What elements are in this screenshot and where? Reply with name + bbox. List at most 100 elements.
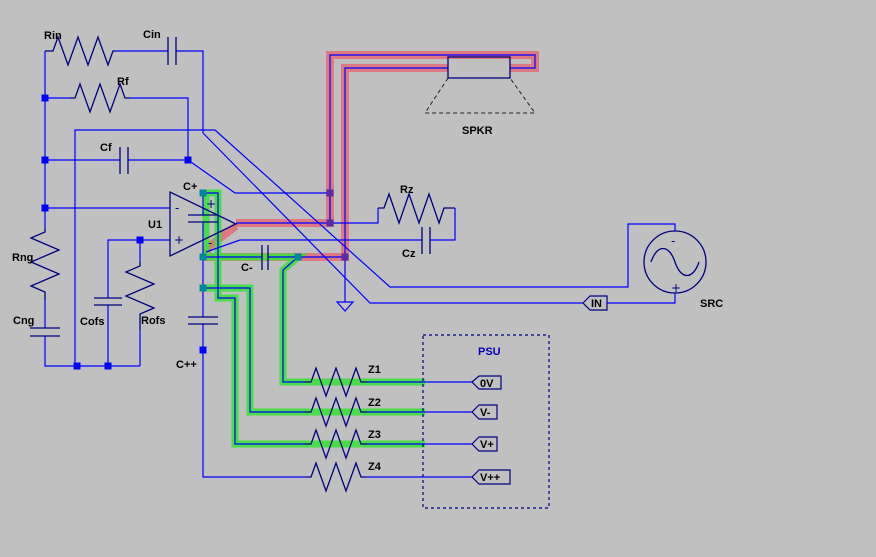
junction <box>41 94 49 102</box>
label-z4: Z4 <box>368 461 382 473</box>
net-flag-vminus[interactable]: V- <box>471 404 498 420</box>
label-c-plus-plus: C++ <box>176 359 197 371</box>
label-cin: Cin <box>143 29 161 41</box>
net-flag-vplusplus[interactable]: V++ <box>471 469 511 485</box>
wire-to-z2 <box>203 287 305 413</box>
flag-label: V- <box>480 407 491 419</box>
label-cofs: Cofs <box>80 316 104 328</box>
net-flag-in[interactable]: IN <box>582 295 608 311</box>
junction <box>41 204 49 212</box>
flag-label: V++ <box>480 472 500 484</box>
source-positive-mark: + <box>671 281 681 295</box>
wire-ref-bus <box>74 129 215 366</box>
ground-symbol[interactable] <box>335 301 355 312</box>
junction <box>199 253 207 261</box>
label-cf: Cf <box>100 142 112 154</box>
capacitor-cf[interactable] <box>119 147 129 174</box>
junction <box>326 219 334 227</box>
label-c-minus: C- <box>241 262 253 274</box>
resistor-rng[interactable] <box>29 228 61 300</box>
wire-output <box>236 54 536 224</box>
voltage-source-src[interactable]: - + <box>643 230 707 295</box>
wire-in-to-src <box>607 293 676 304</box>
opamp-supply-neg-mark: - <box>208 236 212 250</box>
opamp-supply-pos-mark: + <box>206 197 216 211</box>
wire-rf-right <box>130 97 189 160</box>
resistor-rin[interactable] <box>45 35 116 67</box>
wire-cz-left <box>205 239 422 253</box>
wire-to-in-flag <box>202 132 583 304</box>
wire-to-src <box>214 129 676 288</box>
label-z1: Z1 <box>368 364 381 376</box>
label-rin: Rin <box>44 30 62 42</box>
flag-outline <box>471 404 498 420</box>
label-z2: Z2 <box>368 397 381 409</box>
capacitor-c-minus[interactable] <box>261 245 269 270</box>
speaker-coil <box>447 56 511 79</box>
wires <box>44 50 676 478</box>
label-rf: Rf <box>117 76 129 88</box>
label-spkr: SPKR <box>462 125 493 137</box>
flag-label: 0V <box>480 378 494 390</box>
flag-outline <box>471 469 511 485</box>
junction <box>136 236 144 244</box>
label-z3: Z3 <box>368 429 381 441</box>
flag-label: V+ <box>480 439 494 451</box>
resistor-z1[interactable] <box>305 366 367 398</box>
capacitor-cin[interactable] <box>167 37 177 65</box>
net-flag-vplus[interactable]: V+ <box>471 436 498 452</box>
label-rng: Rng <box>12 252 33 264</box>
label-rofs: Rofs <box>141 315 165 327</box>
label-src: SRC <box>700 298 723 310</box>
wire-speaker-negative <box>268 67 448 258</box>
flag-outline <box>471 436 498 452</box>
resistor-z2[interactable] <box>305 396 367 428</box>
capacitor-cz[interactable] <box>421 227 431 254</box>
flag-outline <box>582 295 608 311</box>
junction <box>199 284 207 292</box>
wire-to-z3 <box>203 192 305 445</box>
wire-cofs-top <box>107 239 140 298</box>
resistor-rf[interactable] <box>70 82 130 114</box>
junction <box>199 189 207 197</box>
junction <box>294 253 302 261</box>
junction <box>73 362 81 370</box>
psu-group-box <box>422 334 550 509</box>
capacitor-c-plus-plus[interactable] <box>188 316 218 325</box>
junction <box>104 362 112 370</box>
speaker-spkr[interactable] <box>424 56 536 114</box>
opamp-triangle <box>169 190 238 258</box>
label-u1: U1 <box>148 219 162 231</box>
capacitor-cng[interactable] <box>30 327 60 337</box>
wire-supply-vplusplus <box>202 324 305 478</box>
junction <box>341 253 349 261</box>
resistor-z3[interactable] <box>305 428 367 460</box>
capacitor-cofs[interactable] <box>94 297 122 306</box>
sine-wave-icon <box>650 247 700 277</box>
resistor-z4[interactable] <box>305 461 367 493</box>
wire-to-z1 <box>282 256 305 383</box>
opamp-noninverting-pin-mark: + <box>174 233 184 247</box>
junction <box>326 189 334 197</box>
label-cz: Cz <box>402 248 416 260</box>
label-rz: Rz <box>400 184 414 196</box>
label-psu: PSU <box>478 346 501 358</box>
junctions <box>41 94 349 370</box>
junction <box>199 346 207 354</box>
capacitor-c-plus[interactable] <box>188 214 218 223</box>
resistor-rz[interactable] <box>378 192 455 226</box>
wire-rz-left <box>330 208 379 224</box>
component-labels: Rin Cin Rf Cf C+ U1 Rng Cng Cofs Rofs C+… <box>12 29 723 473</box>
net-flag-0v[interactable]: 0V <box>471 375 502 390</box>
source-circle <box>643 230 707 294</box>
opamp-u1[interactable]: - + + - <box>169 190 238 258</box>
label-cng: Cng <box>13 315 34 327</box>
opamp-inverting-pin-mark: - <box>175 201 179 215</box>
label-c-plus: C+ <box>183 181 197 193</box>
flag-label: IN <box>591 298 602 310</box>
resistor-rofs[interactable] <box>124 262 156 330</box>
wire-cin-out <box>176 50 204 133</box>
flag-outline <box>471 375 502 390</box>
